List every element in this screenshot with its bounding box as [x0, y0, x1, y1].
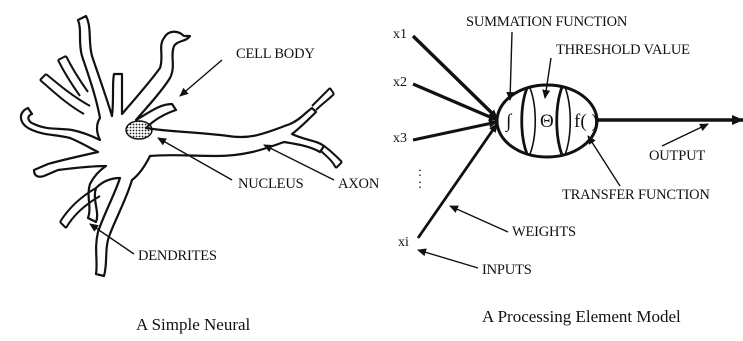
input-xi-label: xi	[398, 235, 409, 250]
cell-body-pointer	[180, 60, 222, 96]
transfer-function-label: TRANSFER FUNCTION	[562, 187, 710, 203]
neuron-caption: A Simple Neural	[136, 315, 251, 334]
output-label: OUTPUT	[649, 148, 705, 164]
summation-pointer	[510, 32, 512, 100]
output-pointer	[662, 124, 708, 146]
input-x3-label: x3	[393, 131, 407, 146]
transfer-symbol: f( )	[574, 111, 598, 132]
input-x1-label: x1	[393, 27, 407, 42]
summation-function-label: SUMMATION FUNCTION	[466, 14, 628, 30]
weights-pointer	[450, 206, 508, 232]
dendrites-label: DENDRITES	[138, 248, 217, 264]
dendrite-branch	[40, 56, 90, 114]
input-x2-arrow	[413, 84, 497, 120]
input-x1-arrow	[413, 36, 497, 118]
threshold-value-label: THRESHOLD VALUE	[556, 42, 690, 58]
input-x2-label: x2	[393, 75, 407, 90]
nucleus-label: NUCLEUS	[238, 176, 304, 192]
axon-terminal	[312, 88, 342, 168]
input-xi-arrow	[418, 124, 497, 238]
nucleus	[126, 121, 152, 139]
axon-label: AXON	[338, 176, 380, 192]
axon-pointer	[264, 145, 334, 180]
input-ellipsis-2: :	[418, 177, 422, 192]
processing-element-caption: A Processing Element Model	[482, 307, 681, 326]
weights-label: WEIGHTS	[512, 224, 576, 240]
input-x3-arrow	[413, 122, 497, 140]
inputs-label: INPUTS	[482, 262, 532, 278]
threshold-symbol: Θ	[540, 111, 554, 132]
inputs-pointer	[418, 250, 478, 268]
cell-body-label: CELL BODY	[236, 46, 315, 62]
processing-element-diagram: x1 x2 x3 : : xi ∫ Θ f( ) SUMMATION FUNCT…	[393, 14, 743, 326]
neuron-diagram: CELL BODY NUCLEUS AXON DENDRITES A Simpl…	[21, 16, 380, 334]
transfer-pointer	[588, 136, 620, 186]
